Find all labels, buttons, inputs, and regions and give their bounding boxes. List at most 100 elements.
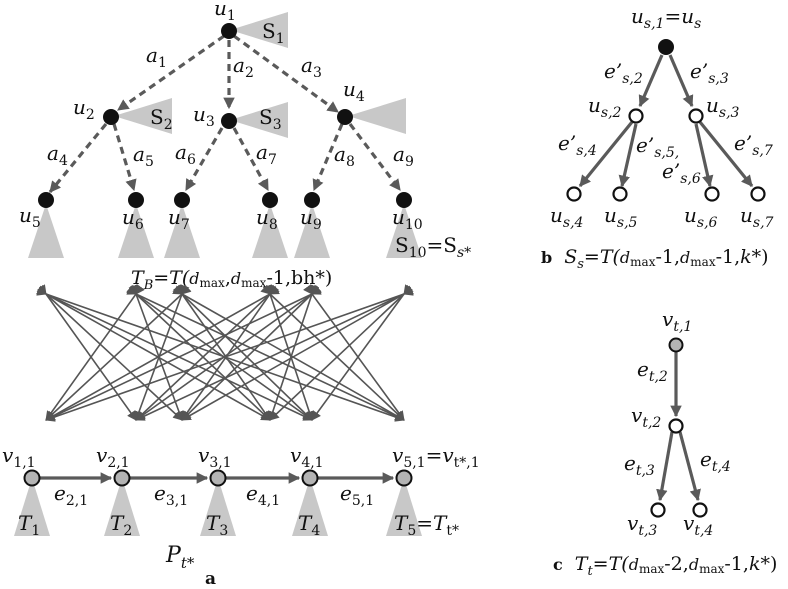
- node-u7: [174, 192, 190, 208]
- subtree-u6-triangle: [118, 204, 154, 258]
- node-v31: [209, 469, 227, 487]
- label-a9: a9: [393, 142, 414, 170]
- panel-a-top-tree: u1 u2 u3 u4 u5 u6 u7 u8 u9 u10 S1 S2 S3 …: [19, 0, 471, 293]
- label-t2: T2: [110, 511, 132, 539]
- label-us5: us,5: [604, 203, 638, 231]
- label-u7: u7: [168, 205, 190, 233]
- edge-a5: [112, 123, 137, 192]
- label-u1: u1: [214, 0, 236, 24]
- subtree-t3-triangle: [200, 478, 236, 536]
- label-u6: u6: [122, 205, 144, 233]
- label-vt4: vt,4: [683, 511, 713, 539]
- label-tree-tb: TB=T(dmax,dmax-1,bh*): [131, 267, 332, 293]
- edge-et3: [656, 431, 674, 502]
- edge-a1: [117, 34, 225, 112]
- label-e21: e2,1: [54, 481, 88, 509]
- node-us6: [704, 186, 720, 202]
- label-a6: a6: [175, 140, 196, 168]
- node-us5: [612, 186, 628, 202]
- label-et3: et,3: [624, 451, 655, 479]
- label-a1: a1: [146, 43, 167, 71]
- edge-et4: [678, 431, 701, 502]
- subtree-s4-triangle: [348, 98, 406, 134]
- label-e41: e4,1: [246, 481, 280, 509]
- subtree-s3-triangle: [230, 102, 288, 138]
- label-et4: et,4: [700, 447, 731, 475]
- node-us4: [566, 186, 582, 202]
- subtree-u5-triangle: [28, 204, 64, 258]
- node-v21: [113, 469, 131, 487]
- label-vt1: vt,1: [662, 307, 692, 335]
- label-es4: e’s,4: [558, 131, 597, 159]
- subtree-t4-triangle: [292, 478, 328, 536]
- subtree-s1-triangle: [230, 12, 288, 48]
- node-u1: [221, 23, 237, 39]
- node-u5: [38, 192, 54, 208]
- node-vt1: [668, 337, 684, 353]
- label-u8: u8: [256, 205, 278, 233]
- subtree-u10-triangle: [386, 204, 422, 258]
- label-s2: S2: [150, 105, 173, 133]
- label-path-pt: Pt*: [165, 543, 195, 572]
- label-s10: S10=Ss*: [395, 233, 471, 261]
- label-v31: v3,1: [198, 443, 232, 471]
- label-u4: u4: [343, 77, 365, 105]
- edge-es6: [694, 123, 714, 188]
- bipartite-arrow: [311, 284, 413, 421]
- node-us3: [688, 108, 704, 124]
- node-vt2: [668, 418, 684, 434]
- label-a7: a7: [256, 140, 277, 168]
- label-us6: us,6: [684, 203, 718, 231]
- node-vt4: [692, 502, 708, 518]
- label-e51: e5,1: [340, 481, 374, 509]
- label-us3: us,3: [706, 93, 740, 121]
- label-a5: a5: [133, 142, 154, 170]
- edge-a4: [48, 122, 108, 194]
- label-us2: us,2: [588, 93, 622, 121]
- label-es6: e’s,6: [662, 159, 701, 187]
- label-t1: T1: [18, 511, 40, 539]
- node-v41: [301, 469, 319, 487]
- label-v51: v5,1=vt*,1: [392, 443, 480, 471]
- edge-es4: [578, 120, 634, 188]
- subtree-u9-triangle: [294, 204, 330, 258]
- label-e31: e3,1: [154, 481, 188, 509]
- node-u6: [128, 192, 144, 208]
- label-t5: T5=Tt*: [394, 511, 459, 539]
- node-v51: [395, 469, 413, 487]
- subtree-u7-triangle: [164, 204, 200, 258]
- node-u3: [221, 113, 237, 129]
- label-u2: u2: [73, 95, 95, 123]
- label-et2: et,2: [637, 357, 668, 385]
- edge-es7: [698, 120, 754, 188]
- label-u10: u10: [392, 205, 423, 233]
- label-s3: S3: [259, 105, 282, 133]
- label-v11: v1,1: [2, 443, 36, 471]
- subtree-t2-triangle: [104, 478, 140, 536]
- label-t3: T3: [206, 511, 228, 539]
- edge-a9: [348, 123, 402, 191]
- label-a2: a2: [233, 53, 254, 81]
- subtree-u8-triangle: [252, 204, 288, 258]
- label-t4: T4: [298, 511, 320, 539]
- subtree-t1-triangle: [14, 478, 50, 536]
- label-a3: a3: [301, 53, 322, 81]
- node-u2: [103, 109, 119, 125]
- label-es3: e’s,3: [690, 59, 729, 87]
- label-vt3: vt,3: [627, 511, 657, 539]
- node-us1: [658, 39, 674, 55]
- label-us7: us,7: [740, 203, 774, 231]
- edge-es5: [618, 123, 638, 188]
- bipartite-arrows: [36, 284, 414, 422]
- panel-b-tree: us,1=us us,2 us,3 us,4 us,5 us,6 us,7 e’…: [541, 4, 774, 272]
- label-us1: us,1=us: [631, 4, 701, 32]
- caption-a: a: [205, 569, 216, 589]
- label-a8: a8: [334, 142, 355, 170]
- edge-es3: [668, 54, 694, 108]
- label-a4: a4: [47, 141, 68, 169]
- label-es5: e’s,5,: [636, 133, 679, 161]
